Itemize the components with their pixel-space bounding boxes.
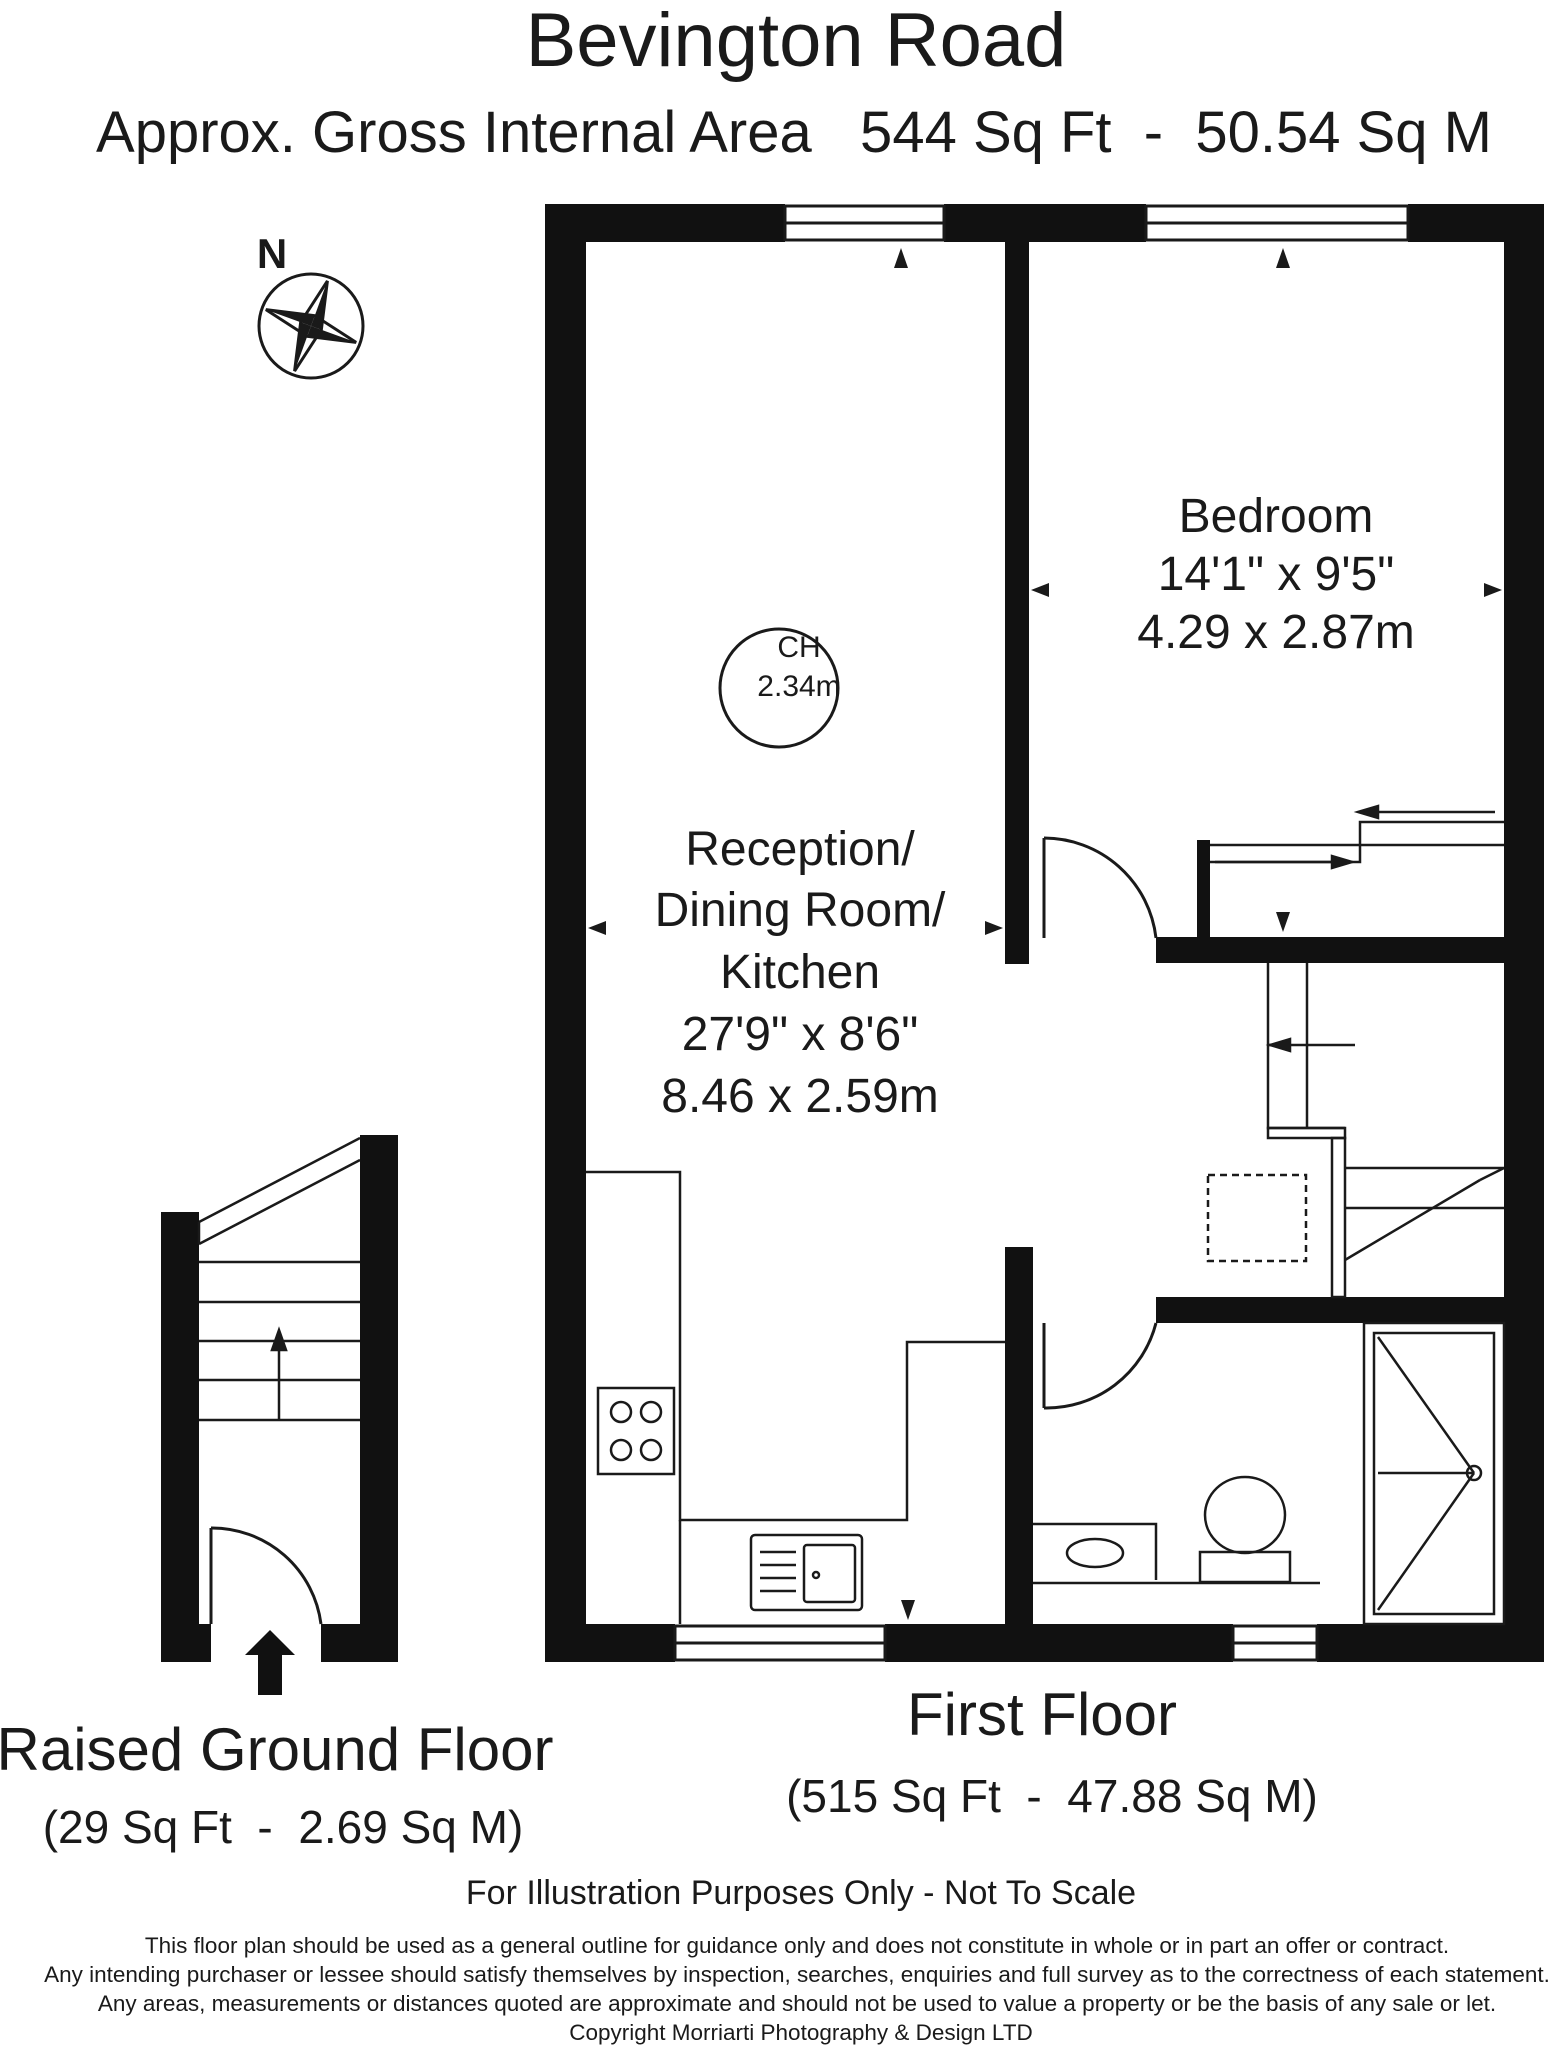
gross-internal-area: Approx. Gross Internal Area 544 Sq Ft - …	[96, 100, 1492, 165]
disclaimer-line-2: Any intending purchaser or lessee should…	[44, 1962, 1550, 1987]
vanity-unit	[1033, 1522, 1320, 1585]
disclaimer-line-3: Any areas, measurements or distances quo…	[98, 1991, 1496, 2016]
compass-rose-icon: N	[257, 230, 365, 380]
outer-wall-bottom-right	[1317, 1624, 1544, 1662]
window	[673, 204, 1410, 1662]
compass-north-label: N	[257, 230, 287, 277]
bedroom-steps	[1210, 804, 1504, 870]
room-size-bedroom-metric: 4.29 x 2.87m	[1137, 606, 1415, 659]
floor-label-first: First Floor	[907, 1681, 1177, 1748]
ceiling-height-label: CH	[777, 631, 820, 664]
outer-wall-bottom-mid	[885, 1624, 1233, 1662]
interior-wall-reception-bedroom	[1005, 204, 1029, 964]
interior-wall-bedroom-bottom	[1156, 937, 1504, 963]
staircase	[1265, 963, 1505, 1299]
interior-wall-bathroom-left	[1005, 1247, 1033, 1624]
dimension-arrow	[588, 248, 1502, 1620]
room-label-reception-3: Kitchen	[720, 946, 880, 999]
loft-hatch	[1206, 1173, 1308, 1263]
entrance-arrow-icon	[245, 1630, 295, 1695]
room-size-reception-metric: 8.46 x 2.59m	[661, 1070, 939, 1123]
disclaimer-line-1: This floor plan should be used as a gene…	[145, 1933, 1449, 1958]
room-size-reception-imperial: 27'9" x 8'6"	[682, 1008, 919, 1061]
ground-wall-left	[161, 1212, 199, 1662]
outer-wall-top-mid	[944, 204, 1146, 242]
raised-ground-floor-plan	[161, 1135, 398, 1695]
room-label-reception-2: Dining Room/	[655, 884, 946, 937]
shower-tray	[1362, 1321, 1506, 1626]
plan-title: Bevington Road	[526, 0, 1067, 83]
outer-wall-top-right	[1408, 204, 1508, 242]
outer-wall-top-left	[545, 204, 785, 242]
ceiling-height-marker	[718, 627, 840, 749]
interior-wall-wardrobe	[1197, 840, 1210, 950]
ground-wall-bottom-left	[161, 1624, 211, 1662]
illustration-notice: For Illustration Purposes Only - Not To …	[466, 1874, 1136, 1912]
floor-area-first: (515 Sq Ft - 47.88 Sq M)	[786, 1770, 1318, 1822]
door	[209, 836, 1158, 1625]
kitchen-units	[586, 1170, 1005, 1624]
ground-wall-right	[360, 1135, 398, 1662]
ground-wall-bottom-right	[321, 1624, 398, 1662]
copyright: Copyright Morriarti Photography & Design…	[569, 2020, 1033, 2045]
outer-wall-bottom-left	[545, 1624, 675, 1662]
outer-wall-left	[545, 204, 586, 1662]
sink-icon	[749, 1533, 864, 1612]
ground-staircase	[197, 1136, 361, 1422]
toilet-icon	[1198, 1475, 1292, 1584]
room-label-reception-1: Reception/	[685, 823, 915, 876]
first-floor-plan: Bedroom 14'1" x 9'5" 4.29 x 2.87m CH 2.3…	[209, 204, 1544, 1662]
room-size-bedroom-imperial: 14'1" x 9'5"	[1158, 548, 1395, 601]
interior-wall-bathroom-top	[1156, 1297, 1504, 1323]
ceiling-height-value: 2.34m	[757, 670, 840, 703]
hob-icon	[596, 1386, 676, 1476]
floor-label-raised-ground: Raised Ground Floor	[0, 1716, 553, 1783]
room-label-bedroom: Bedroom	[1179, 490, 1374, 543]
outer-wall-right	[1504, 204, 1544, 1662]
floor-area-raised-ground: (29 Sq Ft - 2.69 Sq M)	[43, 1801, 524, 1853]
